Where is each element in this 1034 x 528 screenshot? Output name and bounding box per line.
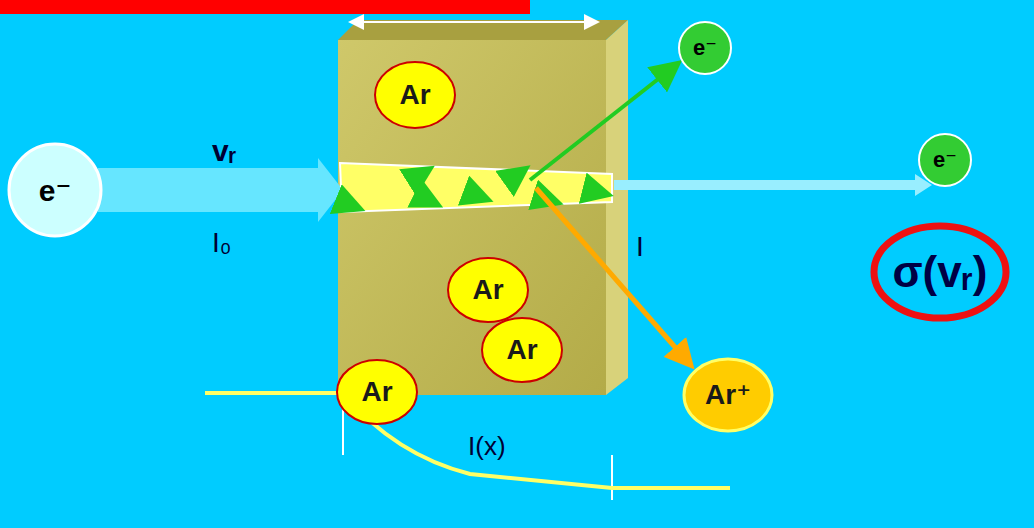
node-text: Ar	[472, 275, 503, 306]
electron-circle: e⁻	[917, 132, 973, 188]
node-text: Ar	[361, 377, 392, 408]
argon-atom: Ar	[446, 256, 530, 324]
cross-section-ellipse: σ(vᵣ)	[867, 219, 1013, 325]
title-bar	[0, 0, 530, 14]
node-text: e⁻	[39, 174, 72, 207]
argon-atom: Ar	[480, 316, 564, 384]
intensity-in-label: I₀	[212, 228, 231, 259]
intensity-curve	[205, 393, 730, 488]
node-text: Ar⁺	[705, 380, 751, 411]
incoming-beam	[98, 158, 343, 222]
argon-atom: Ar	[335, 358, 419, 426]
thickness-arrow	[352, 21, 596, 23]
beam-path	[340, 163, 612, 212]
intensity-out-label: I	[636, 232, 644, 263]
node-text: σ(vᵣ)	[893, 248, 988, 296]
node-text: Ar	[399, 80, 430, 111]
slab-front	[338, 40, 606, 395]
electron-circle: e⁻	[677, 20, 733, 76]
slab-side	[606, 20, 628, 395]
argon-ion: Ar⁺	[681, 356, 775, 434]
exit-mark	[611, 455, 613, 500]
argon-atom: Ar	[373, 60, 457, 130]
electron-circle: e⁻	[6, 141, 104, 239]
intensity-curve-label: I(x)	[468, 432, 506, 461]
outgoing-beam	[614, 174, 932, 196]
velocity-label: vᵣ	[212, 134, 236, 167]
node-text: e⁻	[933, 148, 957, 172]
node-text: Ar	[506, 335, 537, 366]
slab-top	[338, 20, 628, 40]
node-text: e⁻	[693, 36, 717, 60]
